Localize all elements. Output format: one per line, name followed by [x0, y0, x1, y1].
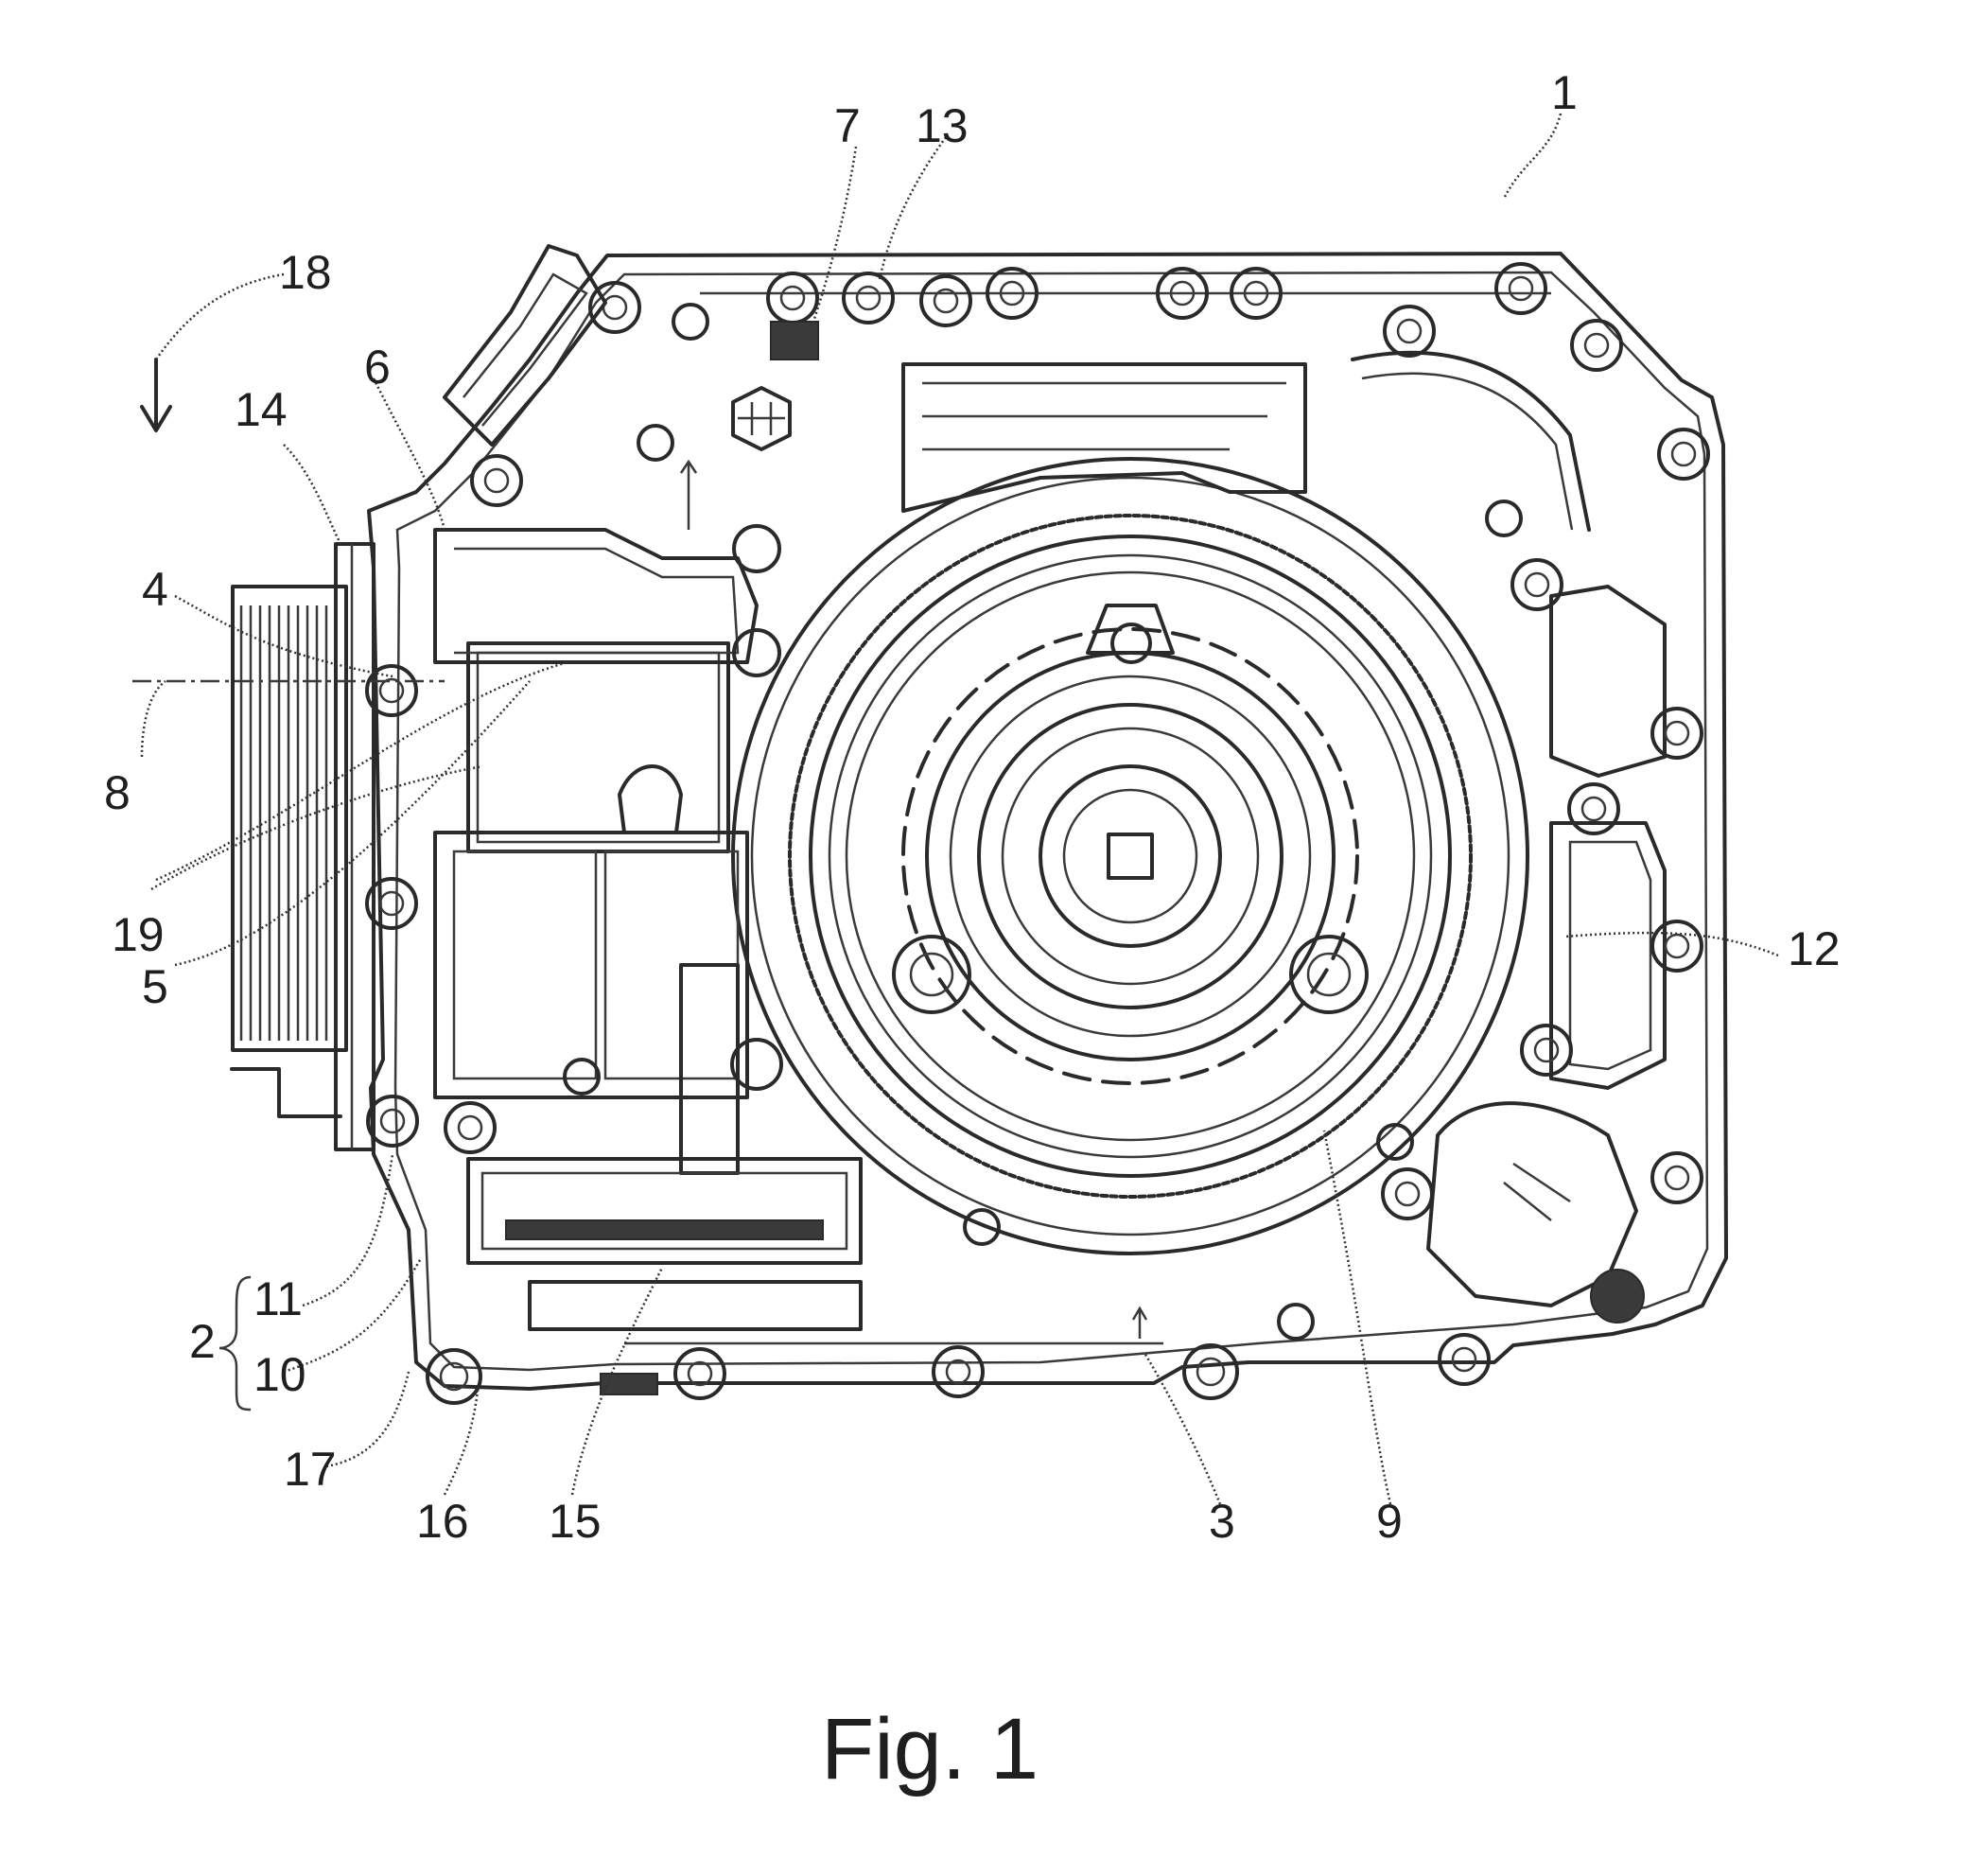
ref-label-7: 7 — [834, 99, 861, 152]
lower-right-region — [1426, 1101, 1645, 1324]
ref-label-3: 3 — [1209, 1495, 1235, 1548]
ref-label-6: 6 — [364, 341, 391, 394]
ref-label-17: 17 — [284, 1443, 337, 1496]
gear-assembly — [731, 457, 1529, 1255]
left-block — [433, 528, 759, 1175]
bottom-component — [466, 1157, 863, 1395]
ref-label-1: 1 — [1551, 66, 1578, 119]
upper-left-bracket — [443, 244, 607, 447]
brace-2 — [218, 1275, 252, 1411]
upper-right-region — [901, 350, 1667, 778]
leader-lines — [140, 113, 1779, 1505]
reference-numerals: 1 7 13 18 6 14 4 8 19 5 12 11 2 10 17 16… — [104, 66, 1841, 1548]
ref-label-2: 2 — [189, 1315, 216, 1368]
ref-label-10: 10 — [253, 1348, 306, 1401]
direction-arrows — [140, 358, 1148, 1339]
bolt-bosses — [365, 262, 1710, 1405]
ref-label-19: 19 — [112, 908, 165, 961]
ref-label-14: 14 — [235, 383, 288, 436]
ref-label-9: 9 — [1376, 1495, 1403, 1548]
cover-plate — [230, 542, 375, 1151]
ref-label-5: 5 — [142, 960, 168, 1013]
hex-nut — [731, 321, 819, 451]
ref-label-8: 8 — [104, 766, 131, 819]
ref-label-12: 12 — [1788, 922, 1841, 975]
ref-label-16: 16 — [416, 1495, 469, 1548]
figure-caption: Fig. 1 — [821, 1701, 1039, 1797]
right-rail — [1549, 821, 1667, 1090]
ref-label-11: 11 — [253, 1272, 303, 1325]
ref-label-18: 18 — [279, 246, 332, 299]
ref-label-15: 15 — [549, 1495, 602, 1548]
ref-label-4: 4 — [142, 563, 168, 616]
ref-label-13: 13 — [916, 99, 969, 152]
